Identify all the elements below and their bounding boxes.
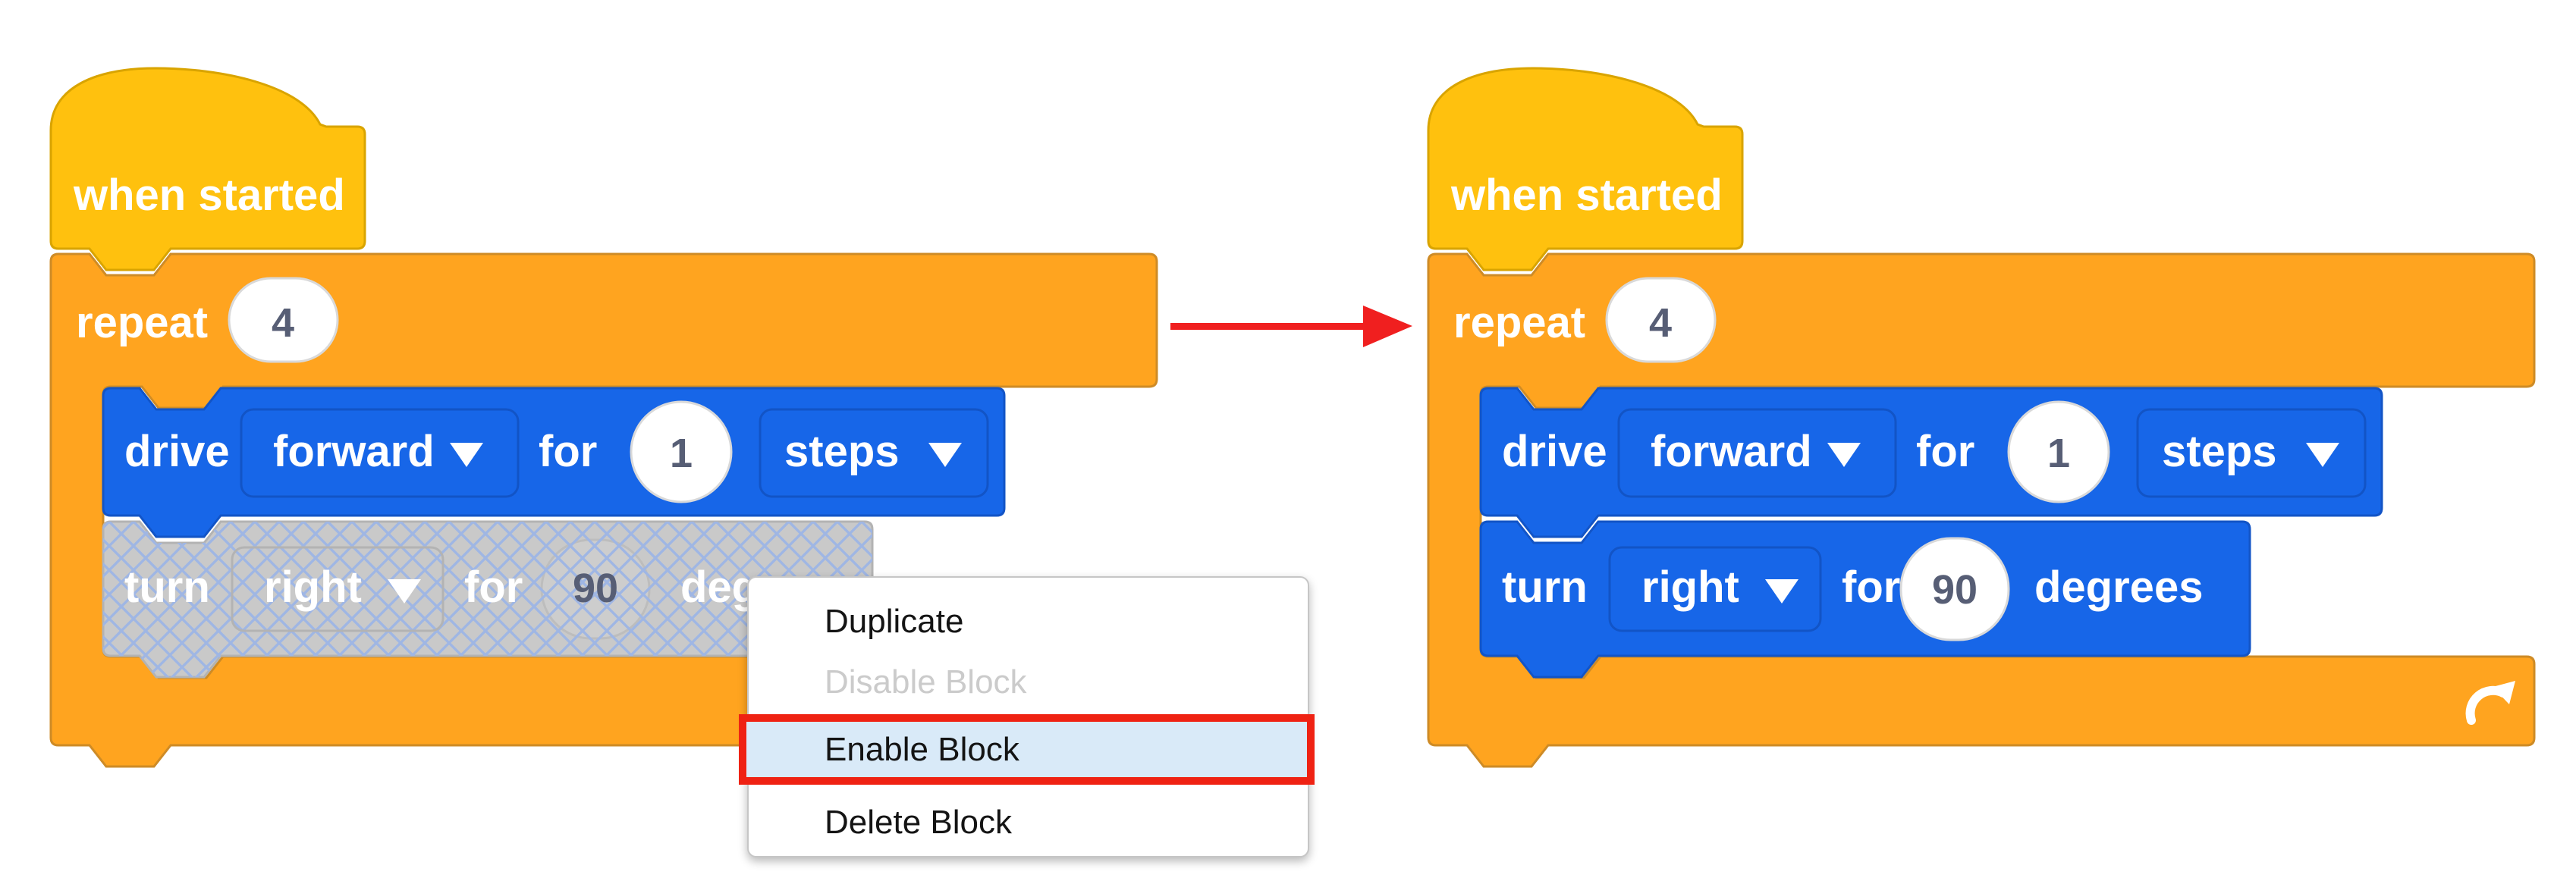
menu-item-disable-block: Disable Block	[825, 663, 1027, 701]
menu-item-duplicate[interactable]: Duplicate	[825, 603, 964, 640]
drive-value: 1	[670, 431, 693, 476]
hat-label: when started	[1450, 171, 1723, 220]
turn-label: turn	[124, 563, 210, 612]
drive-for-label: for	[1916, 427, 1974, 476]
context-menu: Duplicate Disable Block Enable Block Del…	[739, 576, 1315, 857]
drive-unit-dropdown[interactable]	[2136, 408, 2367, 498]
drive-unit-value: steps	[784, 427, 900, 476]
chevron-down-icon	[450, 443, 483, 467]
turn-label: turn	[1502, 563, 1588, 612]
turn-value: 90	[573, 566, 618, 611]
loop-arrow-icon	[2465, 681, 2515, 725]
drive-direction-value: forward	[1651, 427, 1812, 476]
chevron-down-icon	[388, 579, 421, 604]
turn-for-label: for	[464, 563, 523, 612]
drive-for-label: for	[539, 427, 597, 476]
drive-direction-value: forward	[273, 427, 435, 476]
turn-direction-value: right	[264, 563, 362, 612]
hat-block[interactable]	[1427, 67, 1744, 271]
drive-direction-dropdown[interactable]	[240, 408, 520, 498]
turn-block-hatch-overlay	[103, 522, 872, 677]
drive-block[interactable]	[1479, 387, 2383, 538]
menu-item-enable-block-highlighted[interactable]: Enable Block	[739, 714, 1315, 785]
repeat-label: repeat	[1453, 298, 1585, 347]
turn-block[interactable]	[1479, 520, 2251, 679]
chevron-down-icon	[2306, 443, 2339, 467]
drive-unit-value: steps	[2162, 427, 2277, 476]
drive-unit-dropdown[interactable]	[759, 408, 989, 498]
turn-for-label: for	[1842, 563, 1900, 612]
hat-block[interactable]	[49, 67, 366, 271]
chevron-down-icon	[1827, 443, 1861, 467]
repeat-count-input[interactable]	[228, 277, 339, 363]
drive-value: 1	[2047, 431, 2070, 476]
repeat-label: repeat	[76, 298, 208, 347]
chevron-down-icon	[1765, 579, 1798, 604]
turn-direction-dropdown[interactable]	[231, 546, 445, 632]
transition-arrow	[1170, 306, 1412, 347]
repeat-count-value: 4	[1649, 300, 1672, 346]
menu-item-delete-block[interactable]: Delete Block	[825, 804, 1013, 841]
drive-label: drive	[1502, 427, 1607, 476]
right-stack: when started repeat 4 drive forward for …	[1427, 67, 2536, 768]
turn-unit-label: degrees	[2034, 563, 2203, 612]
drive-value-input[interactable]	[630, 400, 733, 503]
drive-label: drive	[124, 427, 230, 476]
turn-direction-dropdown[interactable]	[1608, 546, 1822, 632]
repeat-count-value: 4	[272, 300, 294, 346]
turn-direction-value: right	[1641, 563, 1739, 612]
drive-value-input[interactable]	[2007, 400, 2110, 503]
chevron-down-icon	[928, 443, 962, 467]
left-stack: when started repeat 4 drive forward for …	[49, 67, 1158, 768]
hat-label: when started	[73, 171, 345, 220]
repeat-count-input[interactable]	[1605, 277, 1717, 363]
turn-value: 90	[1932, 567, 1978, 613]
drive-direction-dropdown[interactable]	[1617, 408, 1897, 498]
turn-value-input[interactable]	[1899, 537, 2010, 641]
drive-block[interactable]	[102, 387, 1006, 538]
